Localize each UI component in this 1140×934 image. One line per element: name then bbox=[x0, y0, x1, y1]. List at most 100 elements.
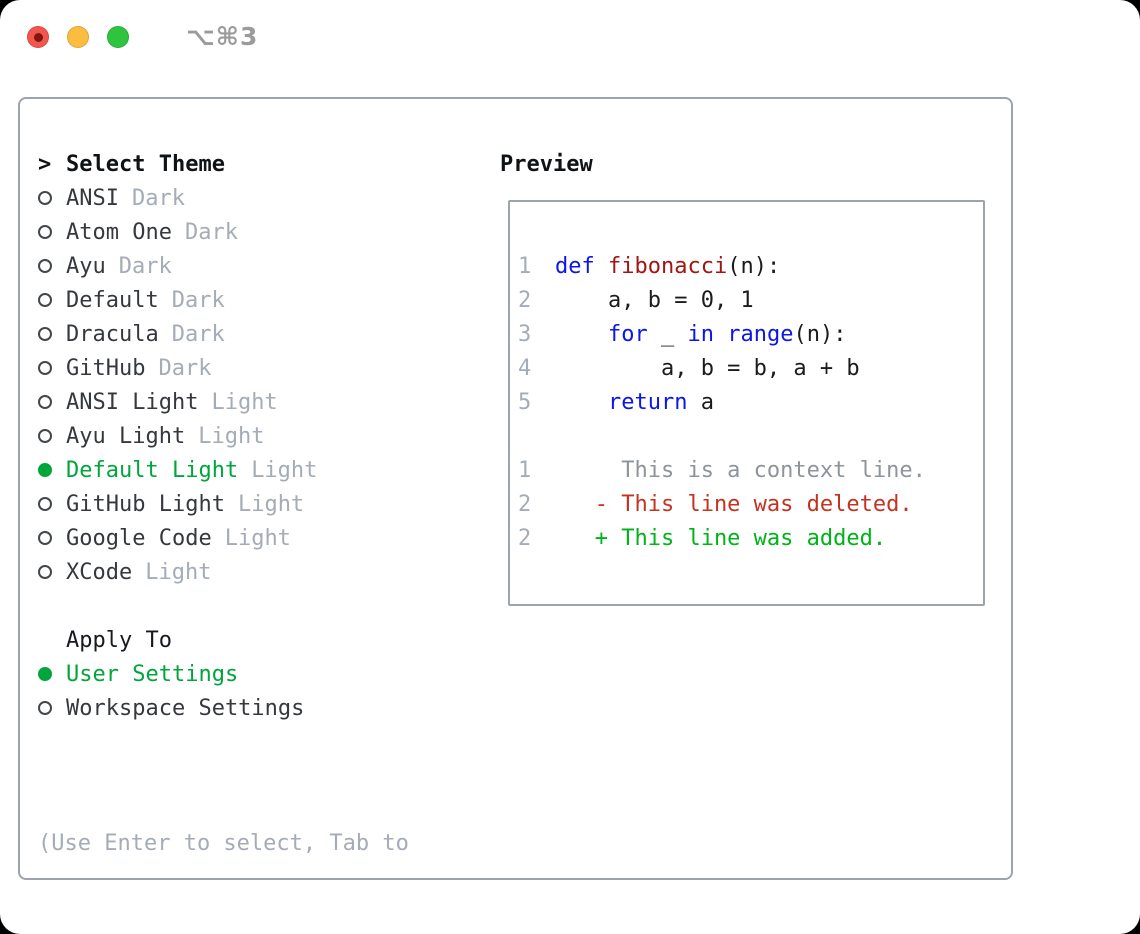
theme-item[interactable]: GitHub Light Light bbox=[38, 487, 500, 521]
theme-item[interactable]: Ayu Dark bbox=[38, 249, 500, 283]
theme-name: Dracula bbox=[66, 321, 159, 347]
code-token: a, b = 0, 1 bbox=[555, 288, 754, 313]
prompt-caret: > bbox=[38, 151, 52, 177]
apply-to-title: Apply To bbox=[66, 627, 172, 653]
theme-variant-badge: Light bbox=[145, 559, 212, 585]
apply-to-option-label: Workspace Settings bbox=[66, 695, 305, 721]
spacer bbox=[38, 589, 500, 623]
line-number: 3 bbox=[518, 322, 532, 347]
radio-slot bbox=[38, 191, 66, 205]
help-line: (Use Enter to select, Tab to bbox=[38, 831, 409, 856]
apply-to-option-label: User Settings bbox=[66, 661, 239, 687]
theme-variant-badge: Dark bbox=[118, 253, 172, 279]
line-number: 2 bbox=[518, 288, 532, 313]
code-token: in bbox=[687, 322, 714, 347]
code-token: return bbox=[607, 390, 688, 415]
line-number: 2 bbox=[518, 526, 532, 551]
titlebar: ⌥⌘3 bbox=[0, 0, 1140, 97]
theme-variant-badge: Light bbox=[237, 491, 305, 517]
theme-name: ANSI bbox=[66, 185, 119, 211]
code-token bbox=[595, 254, 608, 279]
radio-icon bbox=[38, 497, 52, 511]
theme-name: Atom One bbox=[66, 219, 172, 245]
code-token: (n): bbox=[793, 322, 847, 347]
code-token bbox=[714, 322, 727, 347]
line-number: 2 bbox=[518, 492, 532, 517]
code-line: 3 for _ in range(n): bbox=[518, 318, 983, 352]
theme-item[interactable]: ANSI Dark bbox=[38, 181, 500, 215]
radio-slot bbox=[38, 293, 66, 307]
line-number: 1 bbox=[518, 254, 532, 279]
code-token bbox=[555, 390, 608, 415]
radio-slot bbox=[38, 463, 66, 477]
code-token: a, b = b, a + b bbox=[555, 356, 860, 381]
radio-selected-icon bbox=[38, 667, 52, 681]
code-token: fibonacci bbox=[608, 254, 728, 279]
close-dot-icon bbox=[33, 32, 43, 42]
radio-slot bbox=[38, 395, 66, 409]
theme-name: ANSI Light bbox=[66, 389, 199, 415]
code-token: for bbox=[607, 322, 648, 347]
theme-variant-badge: Light bbox=[198, 423, 265, 449]
theme-name: Default Light bbox=[66, 457, 239, 483]
code-token: - This line was deleted. bbox=[555, 492, 913, 517]
theme-name: GitHub Light bbox=[66, 491, 225, 517]
theme-variant-badge: Dark bbox=[131, 185, 185, 211]
theme-item[interactable]: XCode Light bbox=[38, 555, 500, 589]
code-token: a bbox=[687, 390, 714, 415]
theme-item[interactable]: ANSI Light Light bbox=[38, 385, 500, 419]
code-line: 2 + This line was added. bbox=[518, 522, 983, 556]
code-line: 5 return a bbox=[518, 386, 983, 420]
help-text: (Use Enter to select, Tab to change focu… bbox=[38, 759, 500, 934]
help-line: change focus) bbox=[38, 929, 500, 934]
code-token: _ bbox=[647, 322, 688, 347]
code-token: range bbox=[727, 322, 794, 347]
radio-selected-icon bbox=[38, 463, 52, 477]
radio-icon bbox=[38, 701, 52, 715]
theme-name: Ayu bbox=[66, 253, 106, 279]
theme-variant-badge: Light bbox=[211, 389, 278, 415]
radio-slot bbox=[38, 531, 66, 545]
preview-title: Preview bbox=[500, 151, 593, 177]
radio-slot bbox=[38, 327, 66, 341]
zoom-button[interactable] bbox=[107, 26, 129, 48]
preview-header: Preview bbox=[500, 147, 993, 181]
theme-variant-badge: Dark bbox=[171, 321, 225, 347]
code-token bbox=[555, 322, 608, 347]
line-number: 5 bbox=[518, 390, 532, 415]
close-button[interactable] bbox=[27, 26, 49, 48]
theme-variant-badge: Dark bbox=[184, 219, 238, 245]
radio-icon bbox=[38, 395, 52, 409]
apply-to-option[interactable]: User Settings bbox=[38, 657, 500, 691]
minimize-button[interactable] bbox=[67, 26, 89, 48]
select-theme-title: Select Theme bbox=[66, 151, 225, 177]
radio-slot bbox=[38, 225, 66, 239]
theme-variant-badge: Dark bbox=[171, 287, 225, 313]
code-blank-line bbox=[518, 420, 983, 454]
theme-item[interactable]: Dracula Dark bbox=[38, 317, 500, 351]
radio-icon bbox=[38, 327, 52, 341]
code-line: 2 - This line was deleted. bbox=[518, 488, 983, 522]
radio-slot bbox=[38, 667, 66, 681]
apply-to-option[interactable]: Workspace Settings bbox=[38, 691, 500, 725]
radio-slot bbox=[38, 361, 66, 375]
theme-name: XCode bbox=[66, 559, 133, 585]
code-token: This is a context line. bbox=[555, 458, 926, 483]
theme-item[interactable]: Atom One Dark bbox=[38, 215, 500, 249]
apply-to-header: Apply To bbox=[38, 623, 500, 657]
theme-name: Google Code bbox=[66, 525, 212, 551]
radio-icon bbox=[38, 293, 52, 307]
theme-name: GitHub bbox=[66, 355, 146, 381]
